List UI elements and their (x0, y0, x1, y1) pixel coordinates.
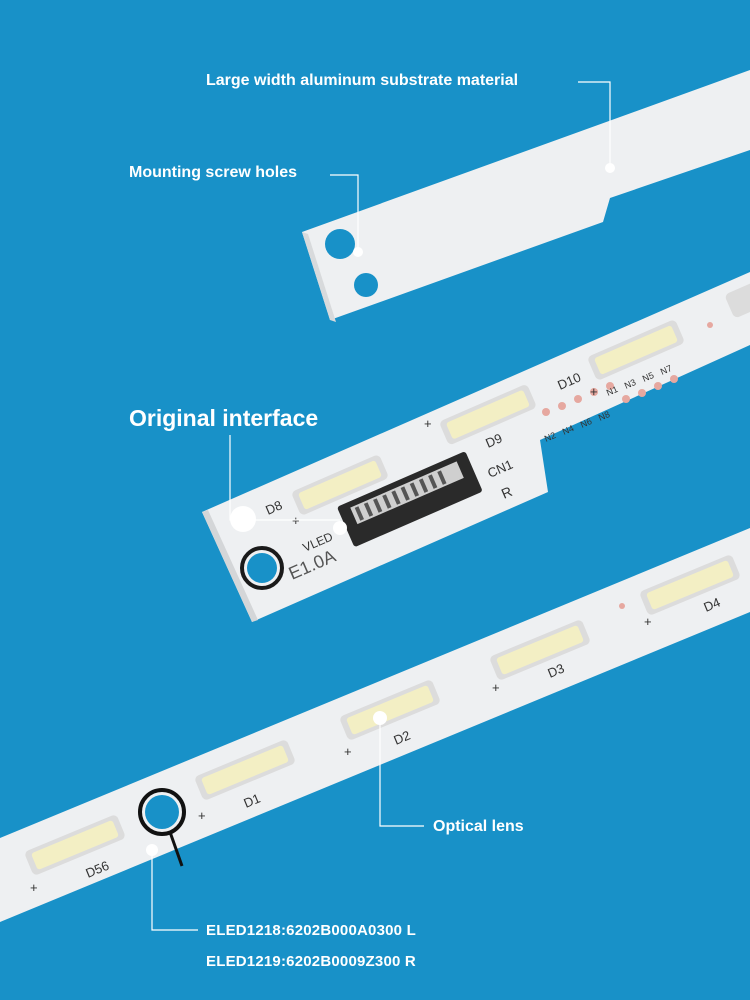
callout-dots (146, 163, 615, 856)
led-d10 (588, 320, 684, 380)
polarity-mark: + (30, 880, 38, 895)
callout-screw-holes: Mounting screw holes (129, 164, 298, 181)
polarity-mark: + (424, 416, 432, 431)
led-strip-lower: D56 D1 D2 D3 D4 + + + + + (0, 528, 750, 922)
callout-lines (151, 81, 611, 931)
pad-n7: N7 (659, 363, 674, 377)
label-d3: D3 (545, 661, 566, 681)
led-d56 (25, 815, 125, 875)
pad-n6: N6 (579, 416, 594, 430)
pad-n4: N4 (561, 423, 576, 437)
part-number-right: ELED1219:6202B0009Z300 R (206, 953, 416, 970)
polarity-mark: + (644, 614, 652, 629)
label-d1: D1 (241, 791, 262, 811)
label-d4: D4 (701, 595, 722, 615)
connector-cn1 (337, 452, 482, 547)
screw-hole-icon (354, 273, 378, 297)
led-d8 (292, 455, 388, 515)
polarity-mark: + (198, 808, 206, 823)
pad-n2: N2 (543, 430, 558, 444)
label-d9: D9 (483, 430, 504, 450)
pad-n8: N8 (597, 409, 612, 423)
label-d2: D2 (391, 728, 412, 748)
led-d9 (440, 385, 536, 445)
callout-optical-lens: Optical lens (433, 818, 524, 835)
test-pads (542, 322, 713, 416)
polarity-mark: + (492, 680, 500, 695)
polarity-mark: + (590, 384, 598, 399)
callout-interface: Original interface (129, 405, 319, 431)
pad-n3: N3 (623, 377, 638, 391)
part-number-left: ELED1218:6202B000A0300 L (206, 922, 416, 939)
led-d3 (490, 620, 590, 680)
led-d2 (340, 680, 440, 740)
pad-n1: N1 (605, 384, 620, 398)
callout-substrate: Large width aluminum substrate material (206, 72, 519, 89)
pad-n5: N5 (641, 370, 656, 384)
polarity-mark: + (344, 744, 352, 759)
screw-hole-icon (325, 229, 355, 259)
led-d4 (640, 555, 740, 615)
led-d1 (195, 740, 295, 800)
aluminum-substrate-strip (302, 70, 750, 322)
label-d8: D8 (263, 497, 284, 517)
